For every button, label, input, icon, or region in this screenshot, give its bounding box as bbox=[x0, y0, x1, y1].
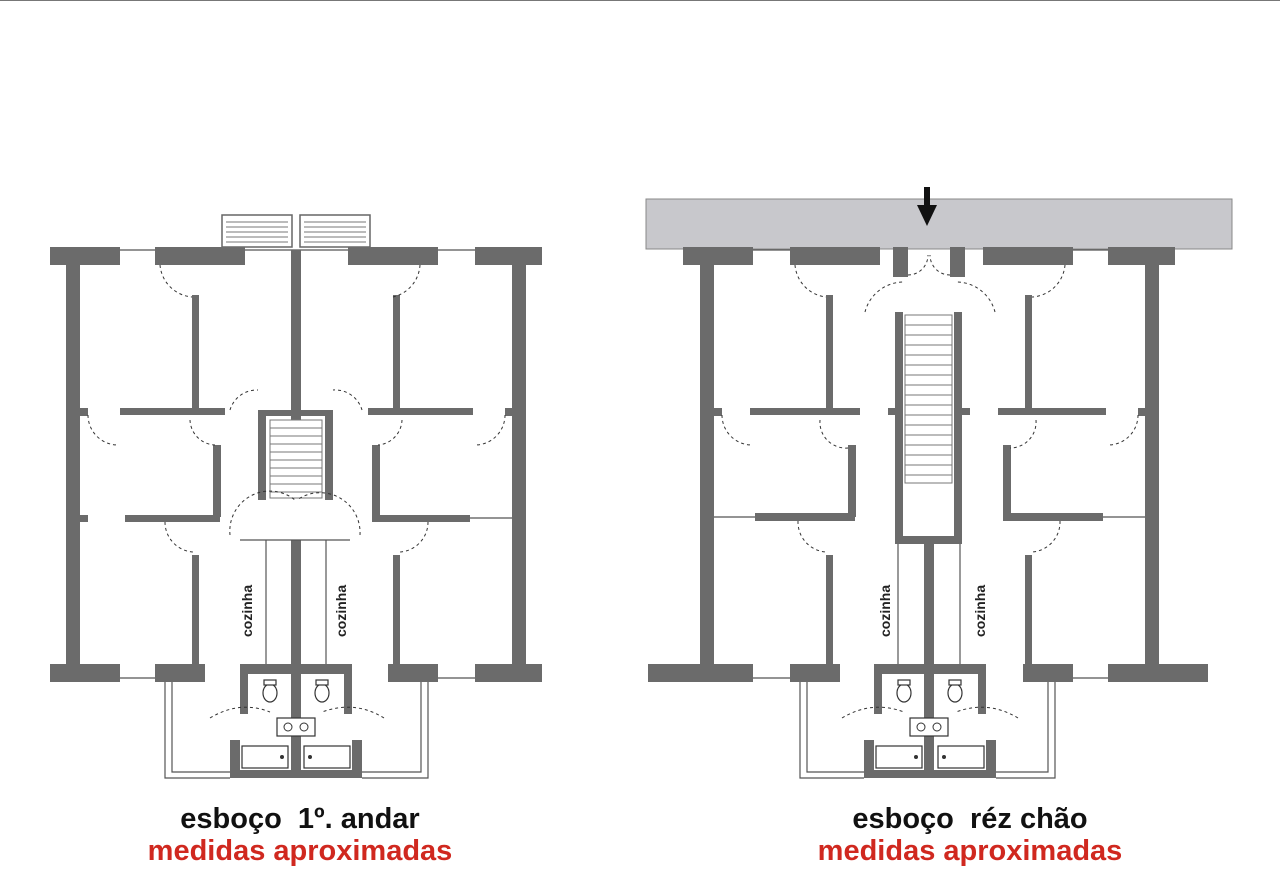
plan-title: esboço 1º. andar bbox=[180, 803, 420, 835]
toilet-icon bbox=[314, 679, 330, 703]
stair-icon bbox=[269, 419, 323, 499]
bathtub-icon bbox=[303, 745, 351, 769]
sink-icon bbox=[909, 717, 949, 737]
top-border-line bbox=[0, 0, 1280, 1]
plan-caption-first-floor: esboço 1º. andar medidas aproximadas bbox=[100, 803, 500, 867]
bathtub-icon bbox=[875, 745, 923, 769]
balcony-left bbox=[221, 214, 293, 248]
bathtub-icon bbox=[241, 745, 289, 769]
street-band bbox=[645, 198, 1233, 250]
entrance-arrow-icon bbox=[917, 187, 937, 226]
sink-icon bbox=[276, 717, 316, 737]
stair-icon bbox=[904, 314, 953, 484]
plan-caption-ground-floor: esboço réz chão medidas aproximadas bbox=[760, 803, 1180, 867]
toilet-icon bbox=[262, 679, 278, 703]
plan-subtitle: medidas aproximadas bbox=[817, 835, 1123, 867]
toilet-icon bbox=[896, 679, 912, 703]
plan-subtitle: medidas aproximadas bbox=[147, 835, 453, 867]
toilet-icon bbox=[947, 679, 963, 703]
room-label-kitchen-left: cozinha bbox=[239, 585, 255, 637]
plan-first-floor: cozinha cozinha bbox=[50, 214, 542, 779]
bathtub-icon bbox=[937, 745, 985, 769]
plan-title: esboço réz chão bbox=[852, 803, 1088, 835]
room-label-kitchen-left: cozinha bbox=[877, 585, 893, 637]
room-label-kitchen-right: cozinha bbox=[972, 585, 988, 637]
balcony-right bbox=[299, 214, 371, 248]
room-label-kitchen-right: cozinha bbox=[333, 585, 349, 637]
plan-ground-floor: cozinha cozinha bbox=[645, 187, 1233, 779]
